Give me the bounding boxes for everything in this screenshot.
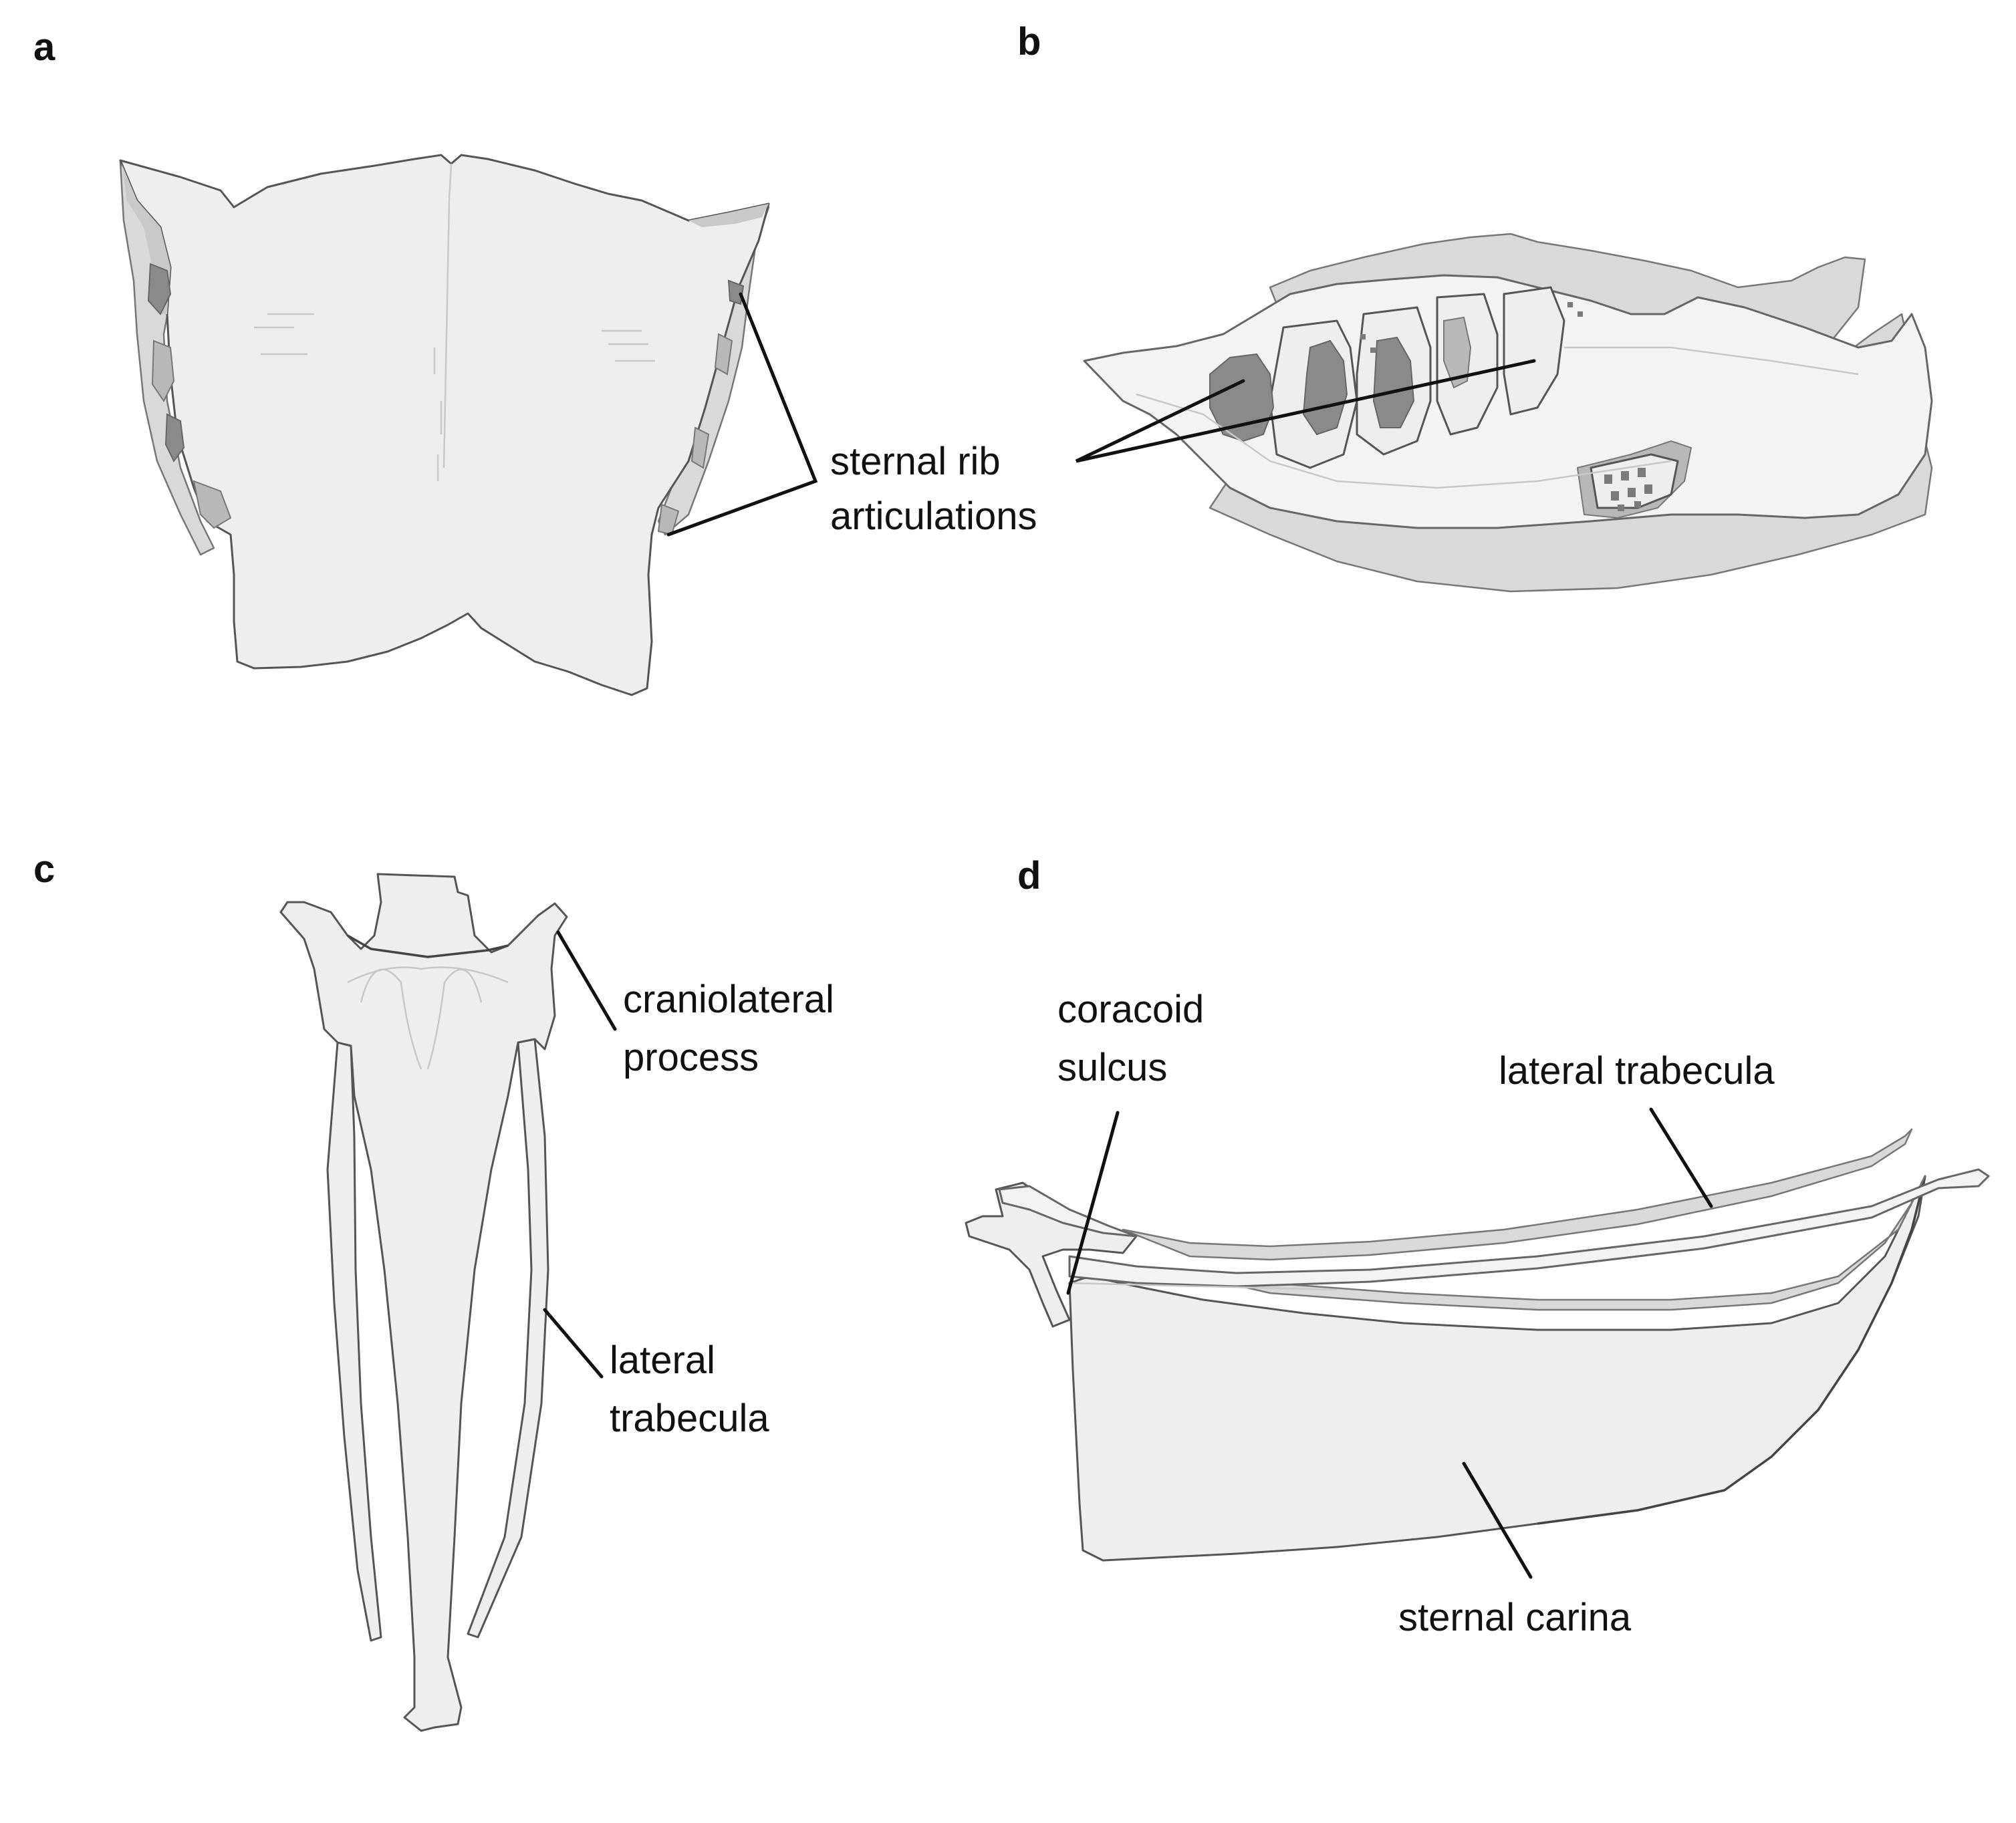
panel-c-label1-line2: process [623, 1036, 759, 1079]
panel-d-label1-line1: coracoid [1057, 988, 1204, 1031]
panel-b-sternum-drawing [1083, 233, 1933, 593]
panel-c-label1-line1: craniolateral [623, 978, 834, 1021]
panel-d-letter: d [1017, 854, 1041, 897]
panel-d-leader-coracoid-sulcus [1066, 1111, 1120, 1295]
panel-a-leader-lines [666, 292, 818, 537]
panel-c-letter: c [33, 847, 55, 891]
panel-a-letter: a [33, 25, 55, 69]
panel-d-label3: sternal carina [1398, 1596, 1632, 1639]
panel-d-label1-line2: sulcus [1057, 1046, 1167, 1089]
panel-c-sternum-drawing [279, 873, 568, 1732]
panel-c-leader-craniolateral [556, 930, 617, 1031]
panel-b: b [1017, 20, 1933, 593]
panel-d-leader-lateral-trabecula [1649, 1107, 1713, 1208]
panel-a-label-line2: articulations [830, 495, 1037, 538]
panel-a-label-line1: sternal rib [830, 440, 1001, 483]
panel-b-leader-lines [1075, 359, 1536, 463]
panel-d: d coracoid sulcus lateral trabecula ster… [965, 854, 1990, 1639]
panel-a-sternum-drawing [119, 154, 770, 696]
panel-c-leader-trabecula [543, 1308, 604, 1379]
panel-a: a sternal rib [33, 25, 1037, 696]
panel-d-sternum-drawing [965, 1128, 1990, 1562]
panel-d-leader-sternal-carina [1462, 1461, 1533, 1579]
panel-c-label2-line2: trabecula [610, 1397, 769, 1440]
panel-c-label2-line1: lateral [610, 1339, 715, 1382]
panel-d-label2: lateral trabecula [1499, 1049, 1775, 1093]
panel-c: c craniolateral process lateral trabecul… [33, 847, 834, 1732]
panel-b-letter: b [1017, 20, 1041, 63]
